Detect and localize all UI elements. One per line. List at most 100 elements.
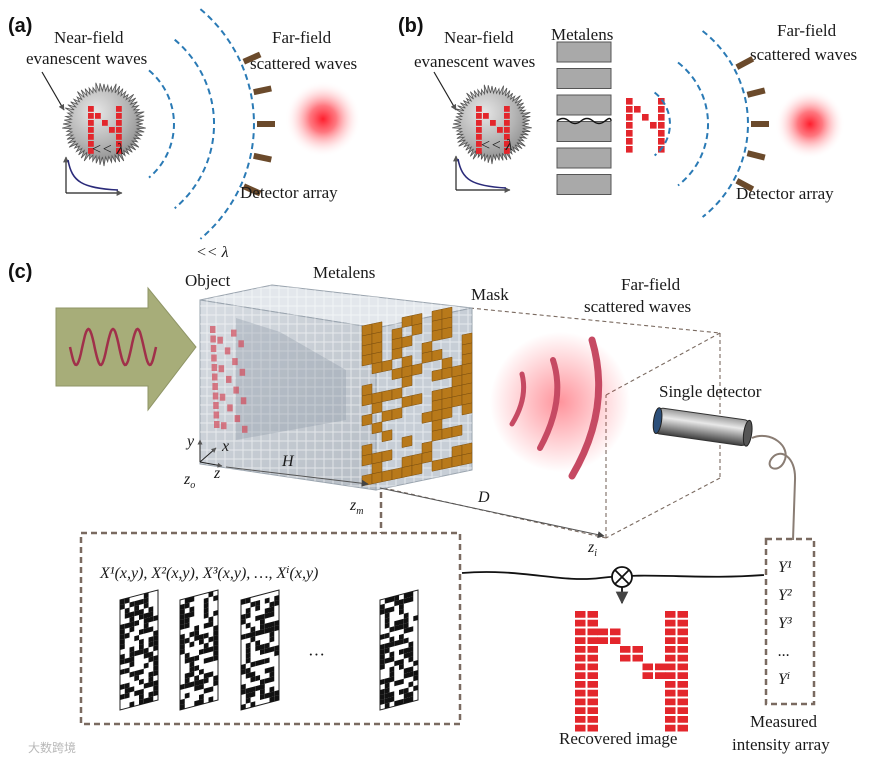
recovered-pixel — [677, 716, 688, 723]
pattern-pixel — [399, 698, 404, 705]
recovered-pixel — [677, 611, 688, 618]
pattern-pixel — [208, 621, 214, 628]
pattern-pixel — [274, 620, 280, 627]
evanescent-decay-plot — [63, 156, 123, 196]
n-pixel — [476, 141, 482, 147]
recovered-pixel — [677, 663, 688, 671]
recovered-pixel — [677, 628, 688, 636]
panel-b: (b) Near-field evanescent waves Metalens… — [398, 15, 857, 218]
pattern-pixel — [403, 617, 409, 624]
recovered-pixel — [665, 698, 676, 706]
pattern-pixel — [120, 623, 125, 630]
pattern-pixel — [389, 696, 395, 703]
pattern-pixel — [269, 621, 275, 628]
pattern-pixel — [203, 642, 209, 649]
pattern-pixel — [384, 632, 390, 639]
pattern-pixel — [408, 696, 414, 703]
pattern-pixel — [153, 660, 159, 667]
mask-pixel — [391, 367, 403, 381]
pattern-pixel — [124, 612, 130, 619]
pattern-pixel — [143, 602, 149, 609]
pattern-pixel — [380, 658, 385, 665]
object-pixel — [211, 364, 218, 371]
recovered-pixel — [632, 654, 643, 662]
pattern-pixel — [389, 626, 395, 633]
pattern-pixel — [213, 610, 219, 617]
n-pixel — [626, 130, 633, 137]
mask-pixel — [431, 328, 443, 342]
n-pixel — [658, 106, 665, 113]
pattern-pixel — [399, 658, 404, 665]
pattern-pixel — [384, 682, 390, 689]
pattern-pixel — [380, 603, 385, 610]
axis-x-label: x — [221, 438, 229, 455]
pattern-pixel — [408, 641, 414, 648]
pattern-pixel — [208, 686, 214, 693]
pattern-pixel — [245, 597, 251, 604]
mask-pattern — [119, 589, 159, 711]
pattern-pixel — [180, 613, 185, 620]
recovered-pixel — [665, 628, 676, 636]
object-pixel — [227, 404, 233, 412]
patterns-ellipsis: ··· — [308, 645, 325, 664]
mask-pixel — [441, 406, 453, 420]
pattern-pixel — [245, 622, 251, 629]
recovered-pixel — [587, 698, 598, 706]
pattern-pixel — [260, 623, 265, 630]
recovered-pixel — [587, 619, 598, 627]
pattern-pixel — [264, 657, 270, 664]
pattern-pixel — [403, 637, 409, 644]
measurement-value: Yⁱ — [778, 671, 790, 688]
object-pixel — [218, 365, 225, 373]
pattern-pixel — [124, 607, 130, 614]
detector-array-elements — [735, 56, 769, 192]
pattern-pixel — [120, 643, 125, 650]
n-pixel — [476, 134, 482, 140]
pattern-pixel — [120, 693, 125, 700]
recovered-pixel — [575, 619, 586, 627]
z-i-label: zi — [587, 539, 597, 559]
pattern-pixel — [399, 688, 404, 695]
pattern-pixel — [269, 671, 275, 678]
pattern-pixel — [403, 692, 409, 699]
pattern-pixel — [384, 607, 390, 614]
pattern-pixel — [184, 672, 190, 679]
recovered-pixel — [575, 628, 586, 636]
pattern-pixel — [208, 671, 214, 678]
pattern-pixel — [274, 695, 280, 702]
pattern-pixel — [403, 667, 409, 674]
near-field-label-line1: Near-field — [444, 28, 514, 47]
wavefront-arc — [701, 30, 749, 218]
recovered-pixel — [665, 707, 676, 714]
pattern-pixel — [389, 636, 395, 643]
object-pixel — [214, 421, 220, 428]
object-pixel — [233, 386, 239, 394]
pattern-pixel — [264, 692, 270, 699]
pattern-pixel — [194, 700, 200, 707]
pattern-pixel — [208, 591, 214, 598]
recovered-pixel — [587, 611, 598, 618]
pattern-pixel — [184, 602, 190, 609]
pattern-pixel — [403, 592, 409, 599]
object-pixel — [210, 345, 217, 352]
far-field-label-line1: Far-field — [272, 28, 332, 47]
pattern-pixel — [245, 642, 251, 649]
pattern-pixel — [260, 658, 265, 665]
pattern-pixel — [403, 627, 409, 634]
pattern-pixel — [199, 633, 204, 640]
pattern-pixel — [203, 687, 209, 694]
pattern-pixel — [413, 685, 419, 692]
pattern-pixel — [184, 622, 190, 629]
recovered-pixel — [665, 724, 676, 732]
axis-y-label: y — [185, 433, 195, 450]
pattern-pixel — [153, 635, 159, 642]
pattern-pixel — [389, 596, 395, 603]
pattern-pixel — [250, 691, 256, 698]
pattern-pixel — [250, 701, 256, 708]
pattern-pixel — [403, 622, 409, 629]
pattern-pixel — [189, 661, 195, 668]
pattern-pixel — [134, 600, 140, 607]
n-pixel — [658, 138, 665, 145]
pattern-pixel — [153, 655, 159, 662]
